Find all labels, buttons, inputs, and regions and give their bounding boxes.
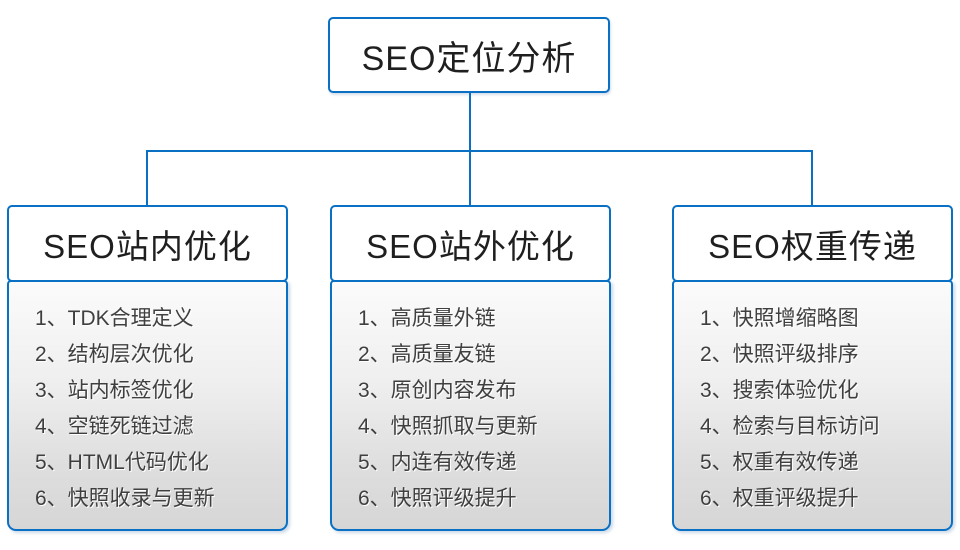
list-item: 1、高质量外链: [358, 307, 496, 330]
list-item: 5、内连有效传递: [358, 451, 517, 474]
connector-drop-right: [811, 150, 813, 206]
connector-drop-left: [146, 150, 148, 206]
list-item: 5、权重有效传递: [700, 451, 859, 474]
list-item: 4、快照抓取与更新: [358, 415, 538, 438]
root-title: SEO定位分析: [361, 39, 577, 78]
list-item: 6、快照评级提升: [358, 487, 517, 510]
connector-drop-middle: [469, 150, 471, 206]
list-item: 6、权重评级提升: [700, 487, 859, 510]
column-offsite: SEO站外优化 1、高质量外链 2、高质量友链 3、原创内容发布 4、快照抓取与…: [330, 205, 611, 531]
list-item: 6、快照收录与更新: [35, 487, 215, 510]
column-weight-panel: 1、快照增缩略图 2、快照评级排序 3、搜索体验优化 4、检索与目标访问 5、权…: [672, 280, 953, 531]
root-node: SEO定位分析: [328, 17, 610, 93]
column-offsite-title: SEO站外优化: [366, 227, 575, 265]
connector-root-stem: [469, 93, 471, 152]
column-weight-title: SEO权重传递: [708, 227, 917, 265]
list-item: 2、快照评级排序: [700, 343, 859, 366]
column-offsite-panel: 1、高质量外链 2、高质量友链 3、原创内容发布 4、快照抓取与更新 5、内连有…: [330, 280, 611, 531]
list-item: 1、TDK合理定义: [35, 307, 194, 330]
column-onsite-panel: 1、TDK合理定义 2、结构层次优化 3、站内标签优化 4、空链死链过滤 5、H…: [7, 280, 288, 531]
list-item: 4、检索与目标访问: [700, 415, 880, 438]
list-item: 1、快照增缩略图: [700, 307, 859, 330]
column-onsite: SEO站内优化 1、TDK合理定义 2、结构层次优化 3、站内标签优化 4、空链…: [7, 205, 288, 531]
list-item: 3、搜索体验优化: [700, 379, 859, 402]
connector-horizontal-bar: [146, 150, 813, 152]
column-offsite-header: SEO站外优化: [330, 205, 611, 282]
column-onsite-header: SEO站内优化: [7, 205, 288, 282]
list-item: 2、高质量友链: [358, 343, 496, 366]
column-weight: SEO权重传递 1、快照增缩略图 2、快照评级排序 3、搜索体验优化 4、检索与…: [672, 205, 953, 531]
list-item: 3、原创内容发布: [358, 379, 517, 402]
list-item: 3、站内标签优化: [35, 379, 194, 402]
list-item: 5、HTML代码优化: [35, 451, 209, 474]
column-onsite-title: SEO站内优化: [43, 227, 252, 265]
list-item: 2、结构层次优化: [35, 343, 194, 366]
column-weight-header: SEO权重传递: [672, 205, 953, 282]
list-item: 4、空链死链过滤: [35, 415, 194, 438]
